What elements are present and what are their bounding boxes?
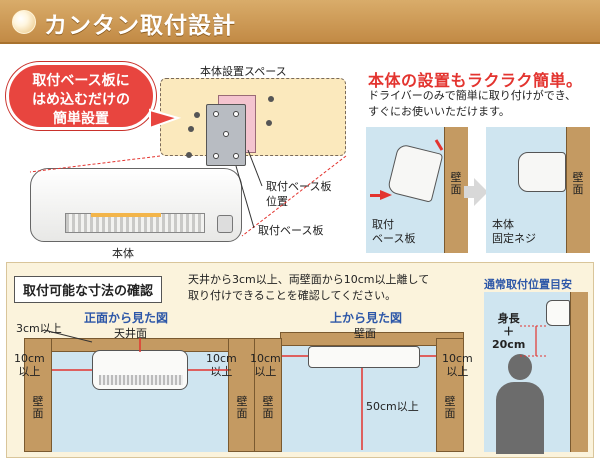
gap-line: 10cm	[14, 352, 45, 365]
top-left-wall-label: 壁面	[262, 395, 274, 420]
easy-install-desc-line: すぐにお使いいただけます。	[368, 105, 510, 118]
gap-line: 以上	[210, 365, 233, 378]
heater-button	[217, 215, 233, 233]
mounting-base-plate-illustration	[206, 104, 246, 166]
heater-indicator	[91, 213, 161, 217]
top-gap-label: 3cm以上	[16, 322, 62, 335]
unit-label: 本体	[112, 247, 134, 260]
top-view-right-wall	[436, 338, 464, 452]
screw-icon	[194, 112, 200, 118]
gap-line: 10cm	[250, 352, 281, 365]
easy-install-title: 本体の設置もラクラク簡単。	[368, 71, 583, 90]
callout-line: 簡単設置	[53, 111, 109, 127]
dimension-desc-line: 取り付けできることを確認してください。	[188, 289, 397, 302]
front-left-wall-label: 壁面	[32, 395, 44, 420]
dimension-description: 天井から3cm以上、両壁面から10cm以上離して 取り付けできることを確認してく…	[188, 272, 429, 304]
height-line: 身長	[497, 312, 520, 325]
front-view-right-wall	[228, 338, 256, 452]
front-view-unit	[92, 350, 188, 390]
front-clearance-label: 50cm以上	[366, 400, 419, 413]
header-orb-icon	[12, 10, 36, 34]
gap-line: 10cm	[442, 352, 473, 365]
front-view-left-wall	[24, 338, 52, 452]
screw-icon	[268, 96, 274, 102]
gap-line: 以上	[446, 365, 469, 378]
wall-label: 壁面	[450, 171, 462, 196]
height-line: 20cm	[492, 338, 526, 351]
top-right-gap-label: 10cm 以上	[442, 352, 473, 378]
height-line: ＋	[503, 325, 515, 338]
gap-line: 以上	[18, 365, 41, 378]
step2-label: 本体 固定ネジ	[492, 218, 536, 246]
wall-strip	[566, 127, 590, 253]
section-title: カンタン取付設計	[44, 13, 236, 39]
plate-position-line: 取付ベース板	[266, 180, 332, 193]
ceiling-label: 天井面	[114, 327, 147, 340]
section-header: カンタン取付設計	[0, 0, 600, 44]
front-right-gap-label: 10cm 以上	[206, 352, 237, 378]
guide-title: 通常取付位置目安	[484, 278, 572, 291]
guide-unit	[546, 300, 570, 326]
person-body-icon	[496, 382, 544, 454]
dimension-title: 取付可能な寸法の確認	[14, 276, 163, 303]
easy-install-description: ドライバーのみで簡単に取り付けができ、 すぐにお使いいただけます。	[368, 88, 576, 120]
callout-line: 取付ベース板に	[32, 73, 130, 89]
gap-line: 10cm	[206, 352, 237, 365]
front-left-gap-label: 10cm 以上	[14, 352, 45, 378]
push-arrow-icon	[370, 194, 386, 197]
step2-label-line: 固定ネジ	[492, 232, 536, 245]
easy-install-desc-line: ドライバーのみで簡単に取り付けができ、	[368, 89, 577, 102]
step1-label-line: 取付	[372, 218, 394, 231]
screw-icon	[266, 120, 272, 126]
plate-position-label: 取付ベース板 位置	[266, 179, 331, 209]
top-view-left-wall	[254, 338, 282, 452]
gap-line: 以上	[254, 365, 277, 378]
step1-label-line: ベース板	[372, 232, 416, 245]
screw-icon	[186, 152, 192, 158]
person-head-icon	[508, 354, 532, 380]
heater-mounted-illustration	[518, 152, 566, 192]
dimension-desc-line: 天井から3cm以上、両壁面から10cm以上離して	[188, 273, 430, 286]
wall-label: 壁面	[572, 171, 584, 196]
top-right-wall-label: 壁面	[444, 395, 456, 420]
callout-bubble: 取付ベース板に はめ込むだけの 簡単設置	[6, 62, 156, 130]
top-view-wall-label: 壁面	[354, 327, 376, 340]
step1-label: 取付 ベース板	[372, 218, 415, 246]
top-left-gap-label: 10cm 以上	[250, 352, 281, 378]
mounting-plate-label: 取付ベース板	[258, 224, 324, 237]
front-view-title: 正面から見た図	[84, 311, 169, 325]
top-view-unit	[308, 346, 420, 368]
heater-unit-illustration	[30, 168, 242, 242]
height-guide-label: 身長 ＋ 20cm	[492, 312, 525, 351]
top-view-title: 上から見た図	[330, 311, 403, 325]
front-right-wall-label: 壁面	[236, 395, 248, 420]
installation-space-label: 本体設置スペース	[200, 65, 287, 78]
next-step-arrow-icon	[464, 178, 488, 206]
screw-icon	[188, 126, 194, 132]
step2-label-line: 本体	[492, 218, 514, 231]
plate-position-line: 位置	[266, 195, 288, 208]
guide-wall	[570, 292, 588, 452]
callout-line: はめ込むだけの	[32, 92, 130, 108]
